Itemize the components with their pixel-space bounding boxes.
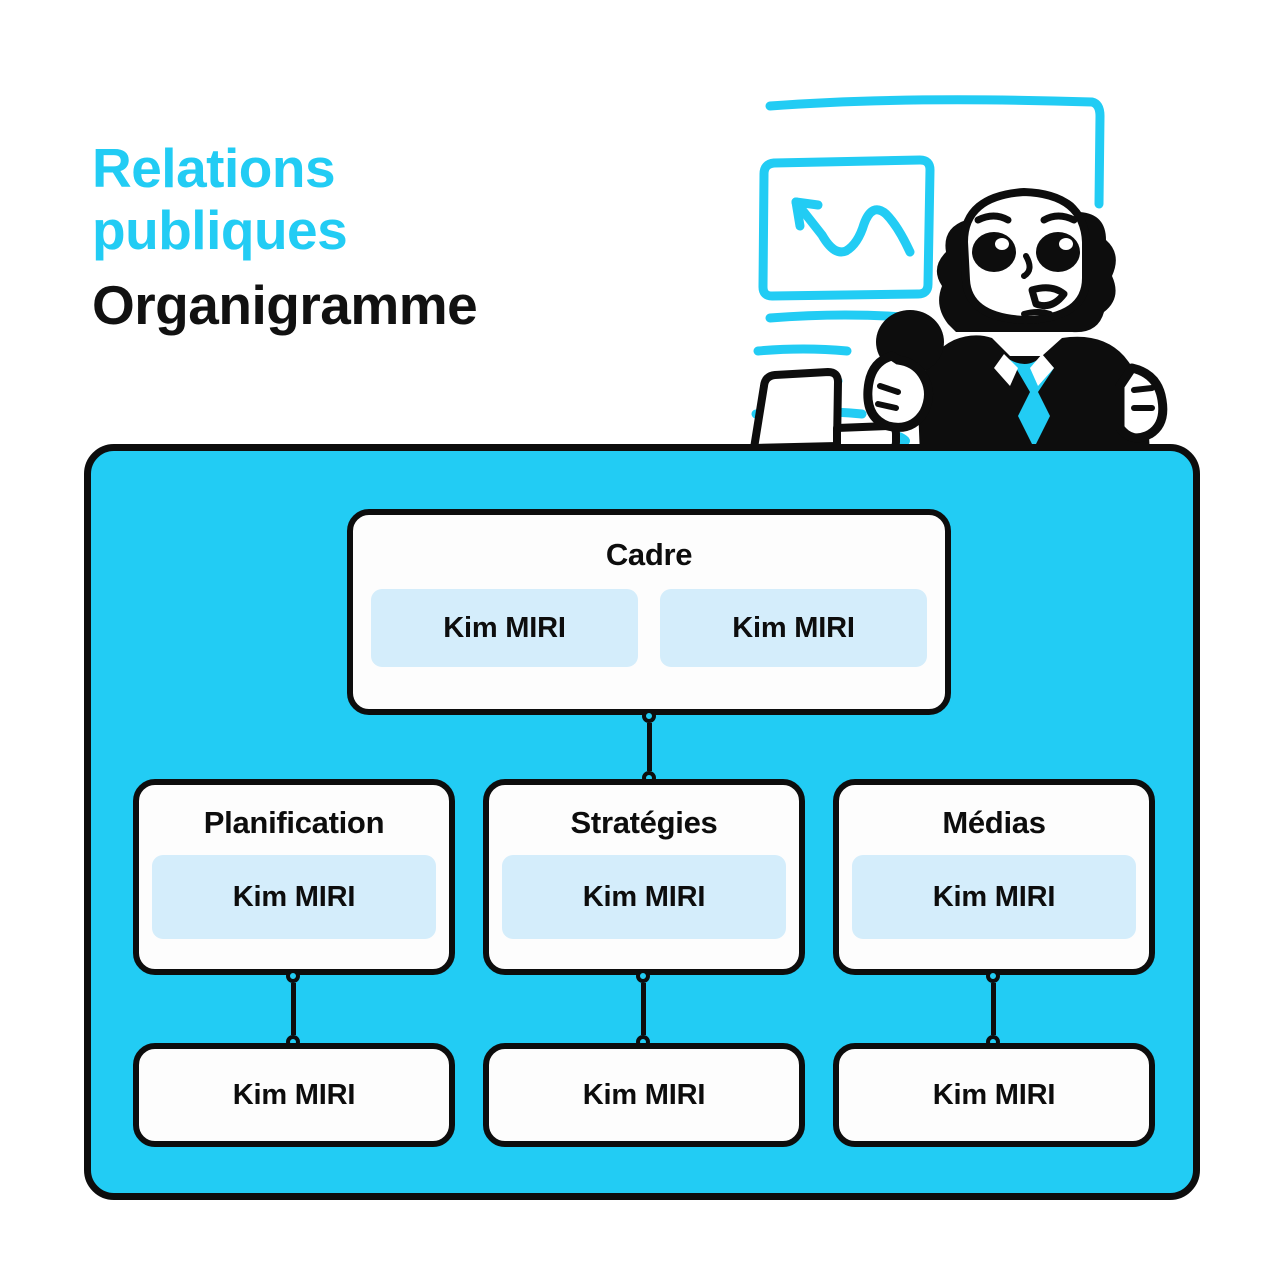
connector-cadre-to-strategies (641, 709, 657, 785)
chart-frame-icon (758, 155, 935, 301)
org-node-member-1[interactable]: Kim MIRI (133, 1043, 455, 1147)
org-chart: Cadre Kim MIRI Kim MIRI Planification Ki… (91, 451, 1193, 1193)
org-node-title: Stratégies (570, 805, 718, 840)
connector-stem (640, 983, 646, 1035)
member-chip[interactable]: Kim MIRI (371, 589, 638, 667)
member-name: Kim MIRI (582, 880, 706, 913)
member-name: Kim MIRI (732, 611, 855, 644)
member-chip[interactable]: Kim MIRI (502, 855, 786, 939)
connector-strategies-to-member (635, 969, 651, 1049)
left-eye-icon (972, 232, 1016, 272)
presenter-character-icon (863, 187, 1168, 456)
member-name: Kim MIRI (582, 1078, 706, 1111)
connector-dot-icon (986, 969, 1000, 983)
right-eye-icon (1036, 232, 1080, 272)
member-chip[interactable]: Kim MIRI (152, 855, 436, 939)
org-node-title: Planification (203, 805, 385, 840)
member-chip[interactable]: Kim MIRI (852, 855, 1136, 939)
connector-medias-to-member (985, 969, 1001, 1049)
connector-planification-to-member (285, 969, 301, 1049)
member-name: Kim MIRI (932, 1078, 1056, 1111)
whiteboard-outline-icon (765, 95, 1105, 209)
member-name: Kim MIRI (932, 880, 1056, 913)
title-line-2: publiques (92, 198, 348, 261)
member-chip[interactable]: Kim MIRI (660, 589, 927, 667)
member-name: Kim MIRI (232, 1078, 356, 1111)
growth-arrow-icon (791, 197, 915, 257)
org-node-strategies[interactable]: Stratégies Kim MIRI (483, 779, 805, 975)
hand-icon (1115, 363, 1168, 443)
page-header: Relations publiques Organigramme (92, 137, 712, 337)
org-node-title: Médias (942, 805, 1046, 840)
org-node-medias[interactable]: Médias Kim MIRI (833, 779, 1155, 975)
member-name: Kim MIRI (232, 880, 356, 913)
org-node-cadre[interactable]: Cadre Kim MIRI Kim MIRI (347, 509, 951, 715)
title-line-1: Relations (92, 137, 336, 199)
org-node-member-2[interactable]: Kim MIRI (483, 1043, 805, 1147)
org-node-title: Cadre (605, 537, 693, 572)
org-chart-panel: Cadre Kim MIRI Kim MIRI Planification Ki… (84, 444, 1200, 1200)
connector-stem (646, 723, 652, 771)
connector-stem (290, 983, 296, 1035)
connector-dot-icon (642, 709, 656, 723)
connector-stem (990, 983, 996, 1035)
connector-dot-icon (636, 969, 650, 983)
page-subtitle: Organigramme (92, 274, 478, 337)
presenter-illustration (742, 56, 1212, 456)
connector-dot-icon (286, 969, 300, 983)
member-chip-row: Kim MIRI Kim MIRI (371, 589, 927, 667)
org-node-planification[interactable]: Planification Kim MIRI (133, 779, 455, 975)
member-name: Kim MIRI (443, 611, 566, 644)
microphone-icon (863, 310, 944, 432)
org-node-member-3[interactable]: Kim MIRI (833, 1043, 1155, 1147)
